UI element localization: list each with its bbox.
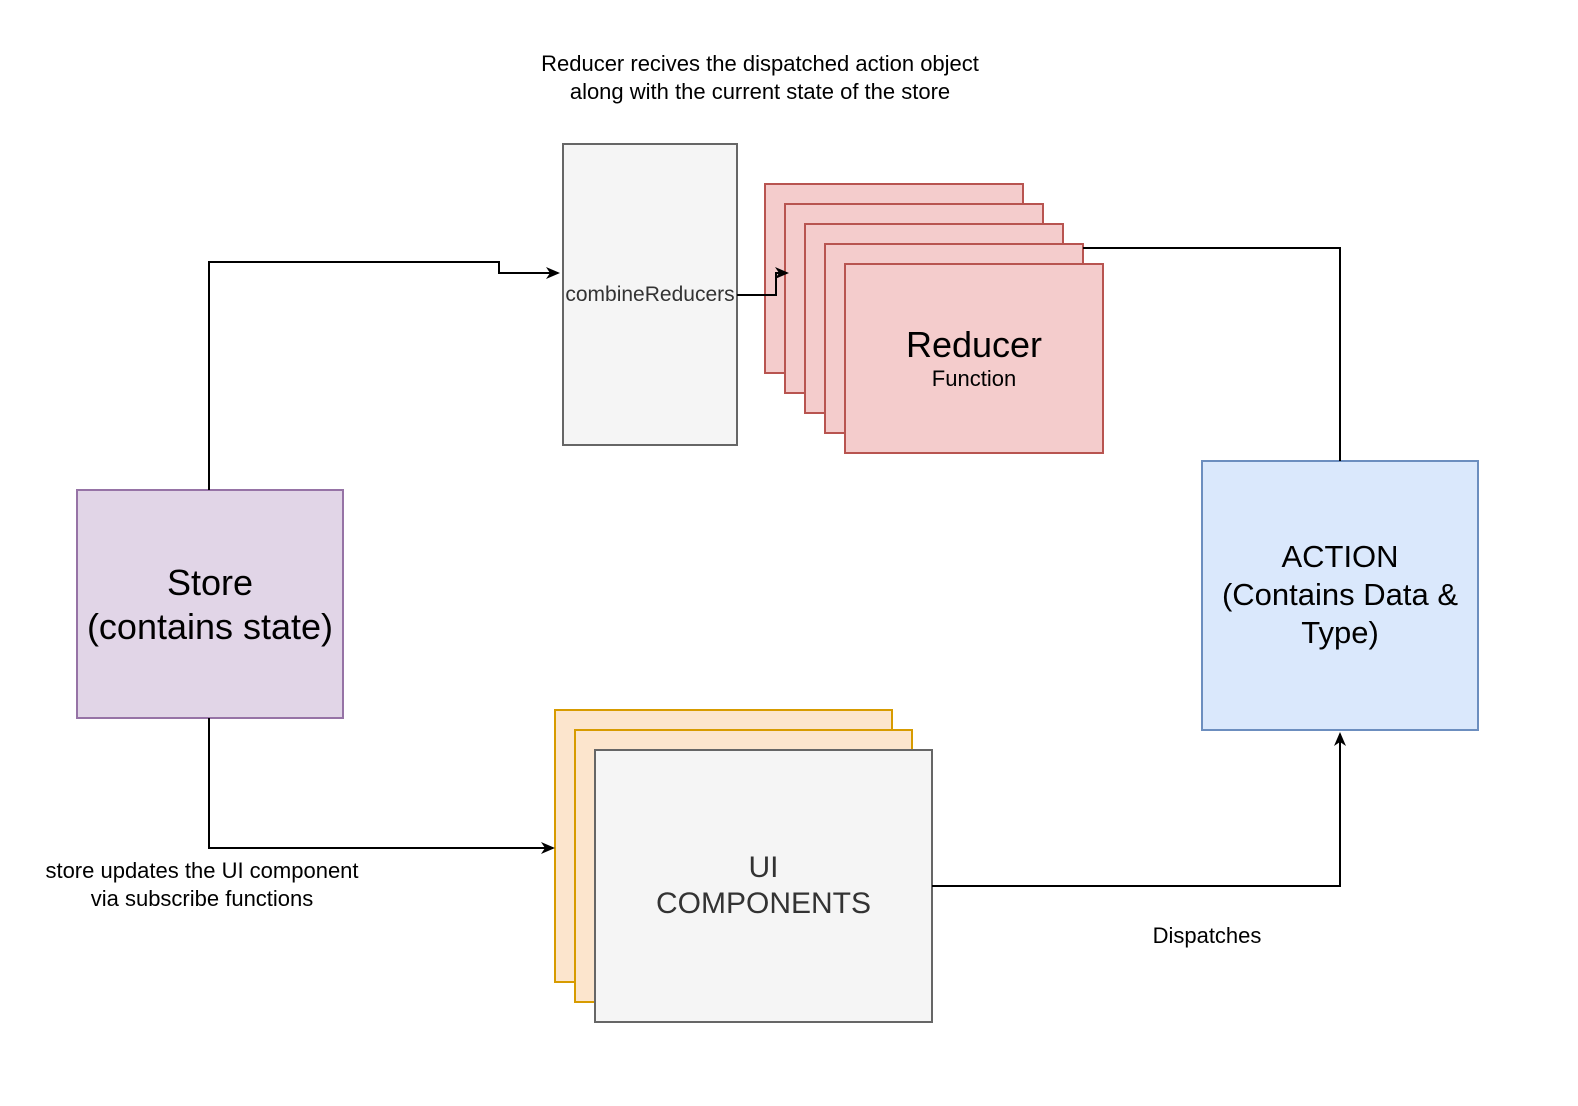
- edge-store-to-ui: [208, 718, 555, 854]
- store-note-line1: store updates the UI component: [45, 858, 359, 883]
- store-note-line2: via subscribe functions: [90, 886, 314, 911]
- action-label-line2: (Contains Data &: [1221, 577, 1459, 612]
- combine-reducers-label: combineReducers: [565, 283, 735, 306]
- ui-label-line2: COMPONENTS: [655, 887, 871, 920]
- store-box: [76, 489, 344, 719]
- action-box: [1201, 460, 1479, 731]
- ui-label-line1: UI: [748, 851, 779, 884]
- reducer-note-line1: Reducer recives the dispatched action ob…: [541, 51, 979, 76]
- edge-action-to-reducer: [1083, 247, 1341, 461]
- store-label-line1: Store: [166, 562, 254, 603]
- reducer-title: Reducer: [905, 324, 1043, 365]
- reducer-note-line2: along with the current state of the stor…: [569, 79, 951, 104]
- edge-store-to-combine: [208, 261, 560, 490]
- reducer-stack-card-5: [844, 263, 1104, 454]
- edge-combine-to-reducer: [737, 267, 789, 296]
- edge-ui-to-action: [932, 732, 1346, 887]
- action-label-line1: ACTION: [1281, 539, 1399, 574]
- store-label-line2: (contains state): [86, 606, 334, 647]
- reducer-subtitle: Function: [931, 366, 1017, 391]
- combine-reducers-box: [562, 143, 738, 446]
- action-label-line3: Type): [1301, 615, 1379, 650]
- ui-components-box: [594, 749, 933, 1023]
- dispatch-label: Dispatches: [1152, 923, 1262, 948]
